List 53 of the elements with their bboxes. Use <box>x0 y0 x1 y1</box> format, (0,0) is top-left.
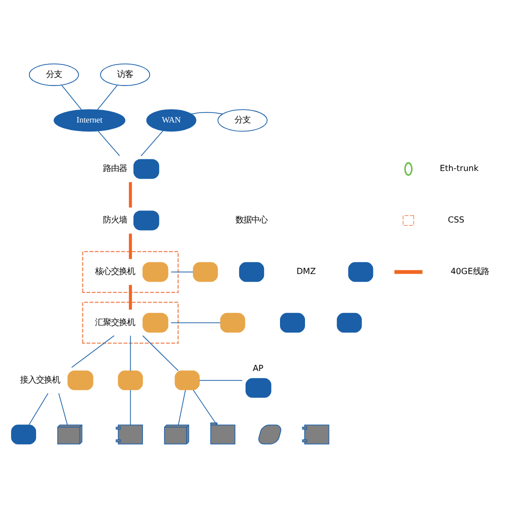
label: 数据中心 <box>236 214 268 224</box>
legend-label: CSS <box>448 214 464 224</box>
connector <box>142 334 179 371</box>
node-box <box>220 312 246 332</box>
node-box <box>246 378 272 398</box>
connector <box>140 130 164 156</box>
connector <box>58 392 68 425</box>
node-box <box>336 312 362 332</box>
node-box <box>239 262 264 282</box>
connector <box>28 392 48 425</box>
connector <box>199 379 243 380</box>
label: DMZ <box>296 266 316 276</box>
connector <box>98 130 120 156</box>
connector <box>128 182 132 208</box>
legend-label: 40GE线路 <box>450 266 489 276</box>
node-box <box>133 158 160 178</box>
node-box <box>11 424 36 444</box>
connector <box>128 284 132 310</box>
connector <box>128 233 132 259</box>
connector <box>190 112 224 114</box>
legend-label: Eth-trunk <box>440 162 479 173</box>
node-box <box>118 370 143 390</box>
node-box <box>192 262 218 282</box>
node-laptop <box>258 424 282 444</box>
node-box <box>348 262 374 282</box>
connector <box>130 334 131 371</box>
node-label: 路由器 <box>103 162 128 173</box>
node-ellipse: WAN <box>146 108 196 132</box>
node-ellipse: Internet <box>54 108 126 132</box>
connector <box>170 322 221 323</box>
node-box <box>142 262 168 282</box>
connector <box>97 84 118 110</box>
node-label: 接入交换机 <box>20 374 60 384</box>
cluster <box>82 301 179 344</box>
node-ellipse: 分支 <box>28 63 79 86</box>
node-box <box>133 210 160 230</box>
node-box <box>174 370 200 390</box>
node-label: AP <box>252 362 264 373</box>
node-ellipse: 分支 <box>218 108 268 132</box>
node-label: 核心交换机 <box>94 266 135 276</box>
node-ellipse: 访客 <box>100 63 150 86</box>
connector <box>192 389 218 425</box>
connector <box>71 334 115 368</box>
connector <box>178 389 186 425</box>
node-label: 汇聚交换机 <box>94 316 135 326</box>
node-label: 防火墙 <box>103 214 128 224</box>
cluster <box>82 250 179 293</box>
node-box <box>280 312 305 332</box>
connector <box>170 271 194 272</box>
node-box <box>68 370 94 390</box>
connector <box>61 84 82 110</box>
node-box <box>142 312 168 332</box>
connector <box>130 389 131 425</box>
